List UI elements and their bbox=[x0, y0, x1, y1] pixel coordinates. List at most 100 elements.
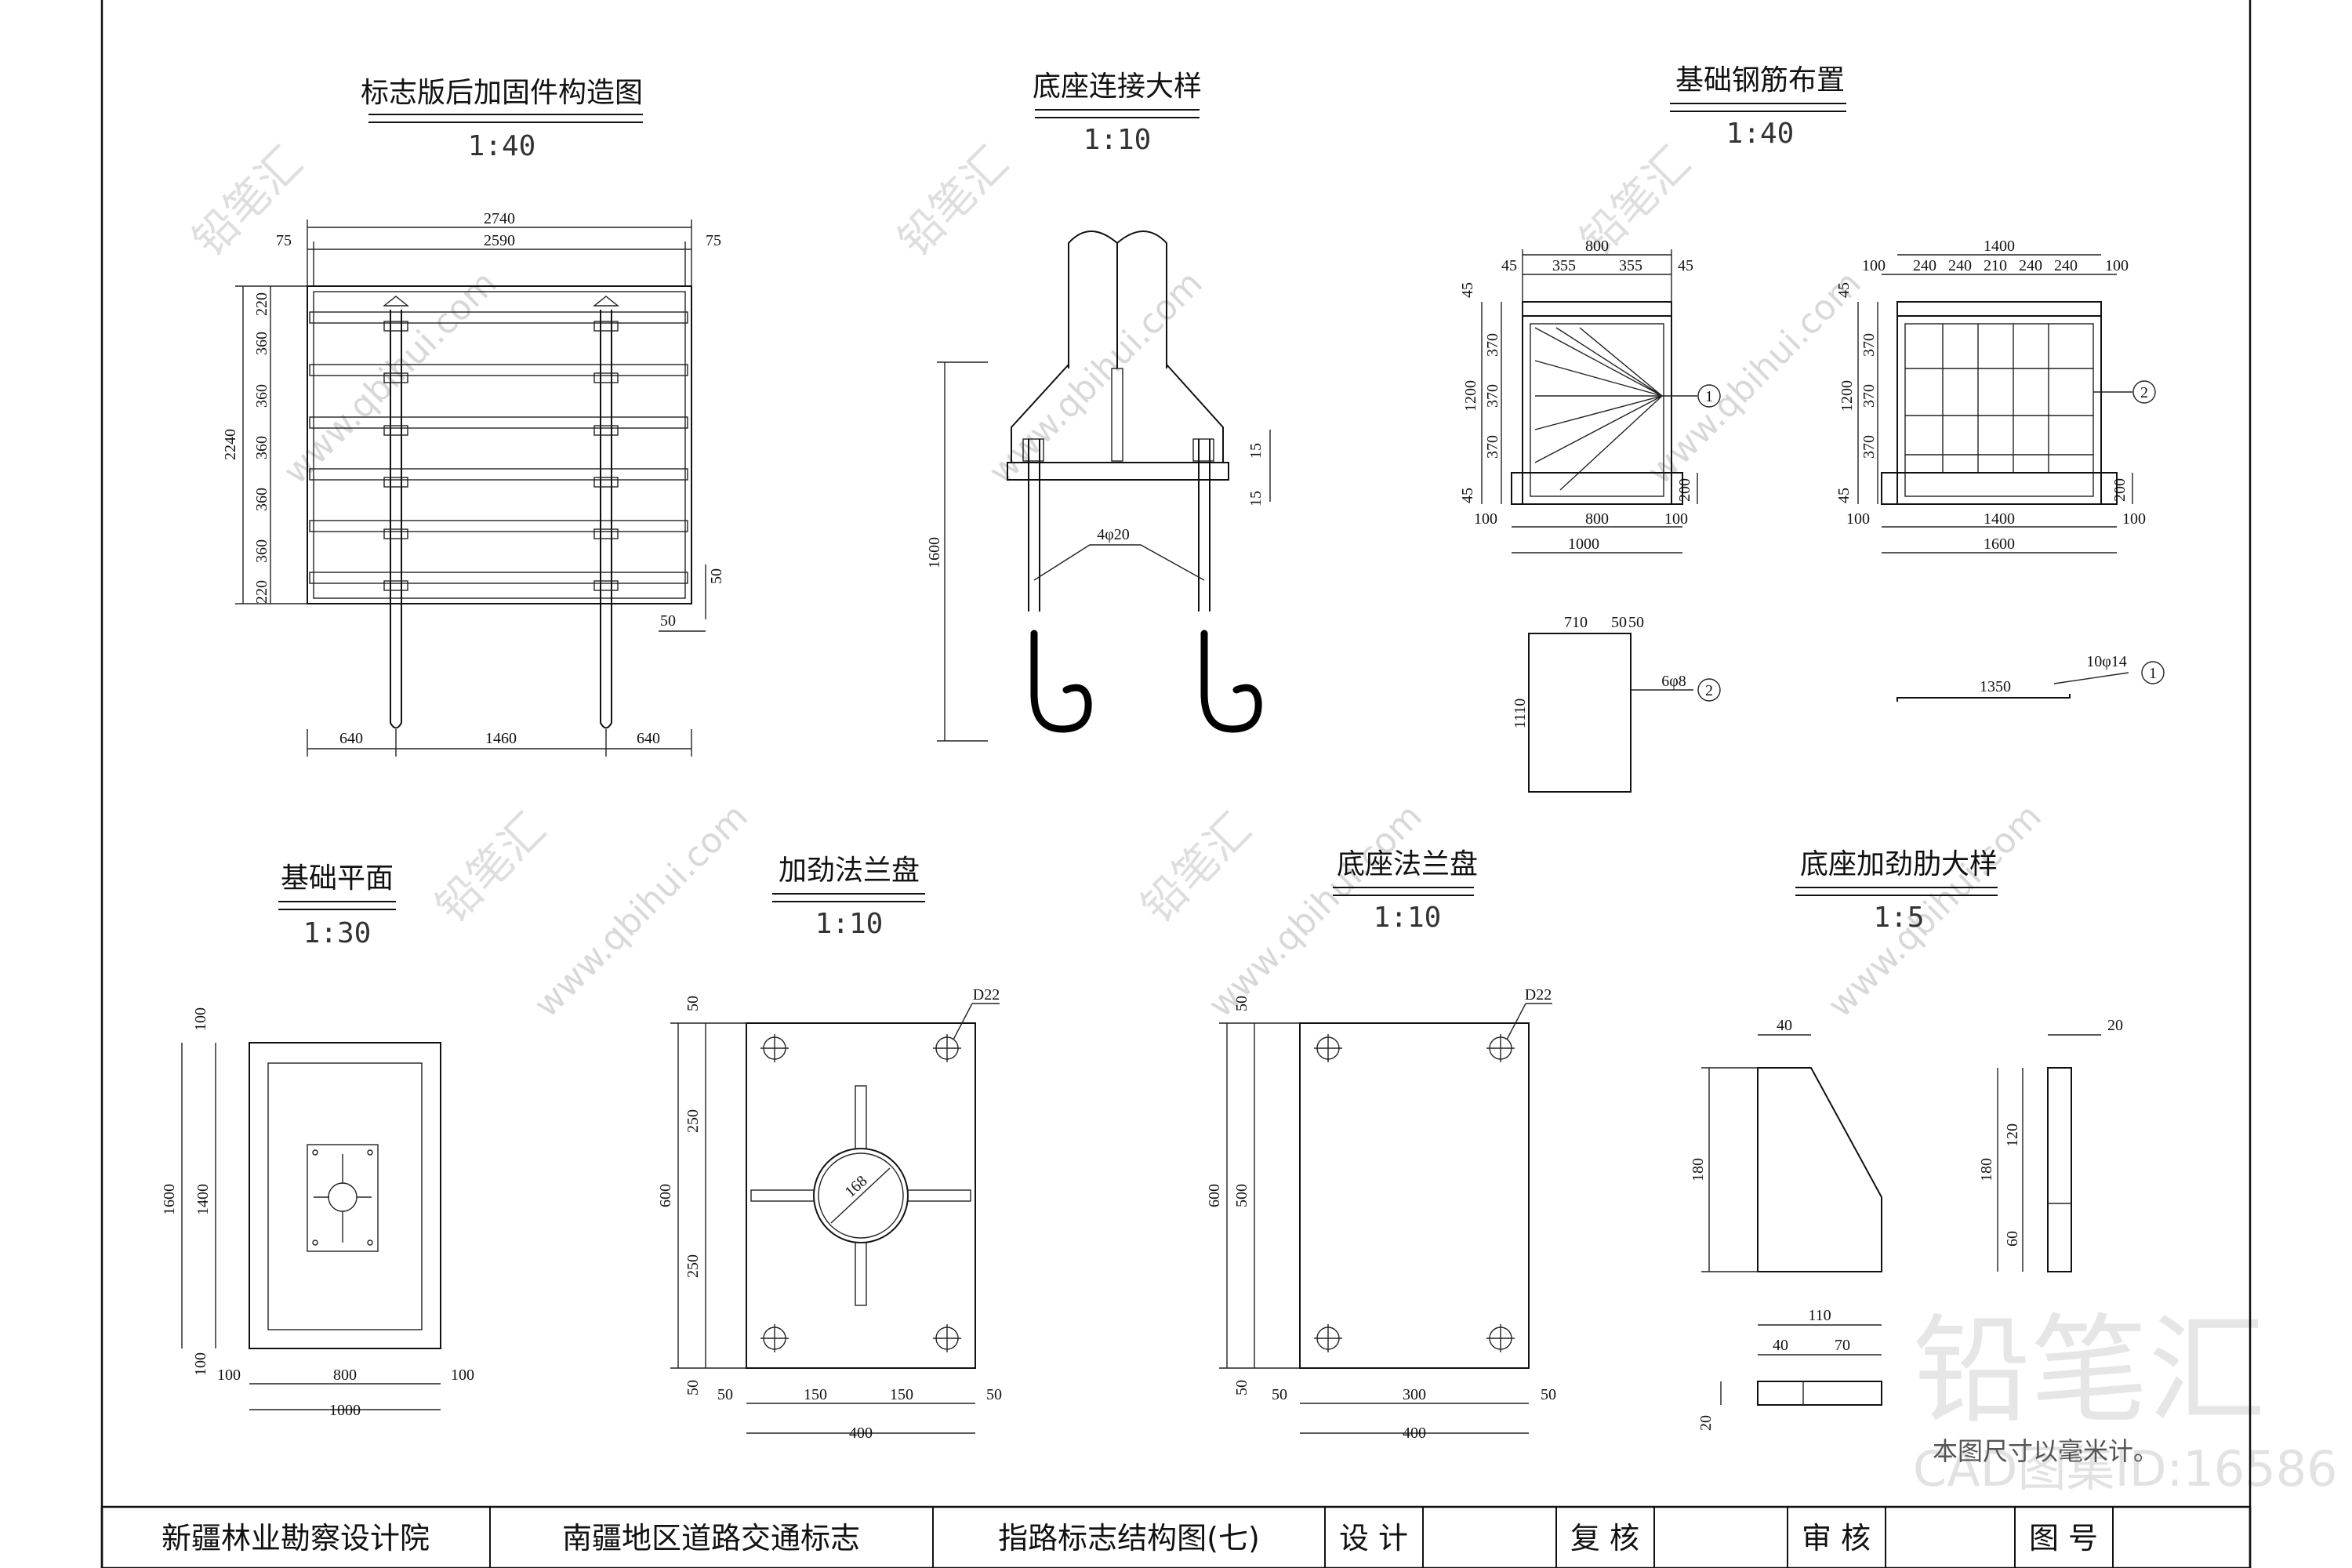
dim-800: 800 bbox=[333, 1367, 357, 1384]
watermark-layer: www.qbihui.com www.qbihui.com www.qbihui… bbox=[183, 137, 2338, 1497]
dim-10phi14: 10φ14 bbox=[2086, 653, 2127, 670]
label-review: 复 核 bbox=[1570, 1521, 1639, 1555]
institute-name: 新疆林业勘察设计院 bbox=[162, 1521, 430, 1555]
dim-1200: 1200 bbox=[1462, 380, 1479, 412]
dim-75-left: 75 bbox=[276, 232, 292, 249]
dim-200-b: 200 bbox=[2111, 478, 2129, 502]
dim-710: 710 bbox=[1564, 614, 1588, 631]
dim-640-right: 640 bbox=[637, 730, 660, 747]
view-title: 标志版后加固件构造图 bbox=[361, 77, 643, 109]
dim-250-bottom: 250 bbox=[684, 1254, 702, 1278]
dim-4phi20: 4φ20 bbox=[1097, 526, 1130, 543]
dim-370-f: 370 bbox=[1860, 435, 1878, 459]
dim-100-top: 100 bbox=[192, 1007, 209, 1031]
watermark-site-3: www.qbihui.com bbox=[1640, 263, 1869, 492]
dim-1110: 1110 bbox=[1512, 699, 1529, 729]
dim-1400-bottom: 1400 bbox=[1984, 510, 2015, 528]
watermark-brand-5: 铅笔汇 bbox=[1132, 804, 1261, 933]
watermark-site-6: www.qbihui.com bbox=[1820, 797, 2049, 1025]
dim-600: 600 bbox=[657, 1184, 674, 1207]
dim-20: 20 bbox=[2107, 1017, 2123, 1034]
sheet-frame bbox=[100, 0, 2252, 1568]
watermark-site-4: www.qbihui.com bbox=[527, 797, 756, 1025]
reinforcement-rails bbox=[309, 311, 688, 584]
dim-210: 210 bbox=[1984, 257, 2007, 274]
view-scale: 1:40 bbox=[1726, 118, 1795, 150]
dim-50-top: 50 bbox=[1233, 996, 1250, 1011]
dim-600: 600 bbox=[1206, 1184, 1223, 1207]
dim-220-top: 220 bbox=[253, 292, 270, 316]
dim-240-d: 240 bbox=[2054, 257, 2078, 274]
dim-d22: D22 bbox=[1525, 986, 1552, 1004]
dim-6phi8: 6φ8 bbox=[1661, 673, 1686, 690]
dim-1600: 1600 bbox=[161, 1184, 178, 1215]
dim-50-top: 50 bbox=[684, 996, 702, 1011]
dim-45-top: 45 bbox=[1459, 282, 1476, 298]
dim-40: 40 bbox=[1777, 1017, 1792, 1034]
dim-50-right: 50 bbox=[986, 1386, 1002, 1403]
dim-360-5: 360 bbox=[253, 539, 270, 563]
watermark-code: CAD图集ID:16586 bbox=[1913, 1440, 2338, 1497]
dim-360-4: 360 bbox=[253, 488, 270, 511]
rib-edge-view bbox=[2047, 1067, 2072, 1272]
view-title: 底座法兰盘 bbox=[1337, 848, 1478, 880]
dim-2740: 2740 bbox=[484, 210, 515, 227]
dim-370-c: 370 bbox=[1484, 435, 1501, 459]
dim-100-right: 100 bbox=[1664, 510, 1688, 528]
dim-1400-top: 1400 bbox=[1984, 238, 2015, 255]
view-title: 底座连接大样 bbox=[1033, 71, 1202, 103]
view-title: 基础钢筋布置 bbox=[1675, 64, 1845, 96]
dim-800-bottom: 800 bbox=[1585, 510, 1609, 528]
dim-d22: D22 bbox=[973, 986, 1000, 1004]
view-sign-back: 标志版后加固件构造图 1:40 bbox=[222, 77, 725, 757]
dim-110: 110 bbox=[1808, 1307, 1831, 1324]
dim-50-vertical: 50 bbox=[708, 568, 725, 584]
dim-500: 500 bbox=[1233, 1184, 1250, 1207]
watermark-brand-large: 铅笔汇 bbox=[1913, 1303, 2266, 1439]
dim-1000: 1000 bbox=[1568, 535, 1599, 553]
dim-100-right: 100 bbox=[451, 1367, 474, 1384]
dim-370-d: 370 bbox=[1860, 333, 1878, 357]
view-foundation-plan: 基础平面 1:30 100 1600 1400 100 100 800 100 … bbox=[161, 862, 474, 1419]
view-stiffened-flange: 加劲法兰盘 1:10 168 D22 50 250 600 250 50 bbox=[657, 855, 1002, 1442]
dim-50-d: 50 bbox=[1628, 614, 1644, 631]
dim-50-bottom: 50 bbox=[1233, 1380, 1250, 1396]
posts bbox=[383, 296, 619, 729]
dim-240-b: 240 bbox=[1948, 257, 1972, 274]
dim-20-b: 20 bbox=[1697, 1415, 1715, 1431]
dim-1600: 1600 bbox=[926, 537, 943, 568]
callout-1b: 1 bbox=[2149, 665, 2157, 682]
title-block: 新疆林业勘察设计院 南疆地区道路交通标志 指路标志结构图(七) 设 计 复 核 … bbox=[100, 1505, 2252, 1568]
view-scale: 1:40 bbox=[468, 130, 536, 162]
dim-360-3: 360 bbox=[253, 436, 270, 459]
view-base-connection: 底座连接大样 1:10 1600 4φ20 15 15 bbox=[926, 71, 1271, 742]
watermark-site-2: www.qbihui.com bbox=[982, 263, 1210, 492]
dim-75-right: 75 bbox=[706, 232, 721, 249]
dim-355-b: 355 bbox=[1619, 257, 1642, 274]
dim-15-bottom: 15 bbox=[1247, 491, 1265, 506]
dim-70: 70 bbox=[1835, 1337, 1850, 1354]
label-design: 设 计 bbox=[1339, 1521, 1408, 1555]
dim-50-left: 50 bbox=[717, 1386, 733, 1403]
dim-50-c: 50 bbox=[1611, 614, 1627, 631]
dim-45-bottom-b: 45 bbox=[1835, 488, 1853, 503]
dim-2240: 2240 bbox=[222, 429, 239, 460]
view-scale: 1:5 bbox=[1873, 902, 1924, 934]
view-rebar-layout: 基础钢筋布置 1:40 1 800 45 355 355 45 bbox=[1459, 64, 2165, 793]
watermark-brand-1: 铅笔汇 bbox=[183, 137, 313, 267]
dim-50-bottom: 50 bbox=[684, 1380, 702, 1396]
dim-100-left: 100 bbox=[217, 1367, 241, 1384]
dim-400: 400 bbox=[849, 1425, 873, 1442]
label-number: 图 号 bbox=[2029, 1521, 2098, 1555]
dim-180-b: 180 bbox=[1978, 1158, 1995, 1181]
view-scale: 1:10 bbox=[815, 908, 884, 940]
dim-240-a: 240 bbox=[1913, 257, 1936, 274]
dim-168: 168 bbox=[841, 1172, 870, 1200]
dim-370-a: 370 bbox=[1484, 333, 1501, 357]
view-scale: 1:10 bbox=[1374, 902, 1442, 934]
rib-top-view bbox=[1757, 1381, 1882, 1406]
watermark-brand-2: 铅笔汇 bbox=[889, 137, 1018, 267]
rebar-fan-lines bbox=[1534, 327, 1697, 491]
view-base-flange: 底座法兰盘 1:10 D22 50 500 600 50 50 300 50 4… bbox=[1206, 848, 1556, 1442]
view-scale: 1:30 bbox=[303, 917, 372, 949]
